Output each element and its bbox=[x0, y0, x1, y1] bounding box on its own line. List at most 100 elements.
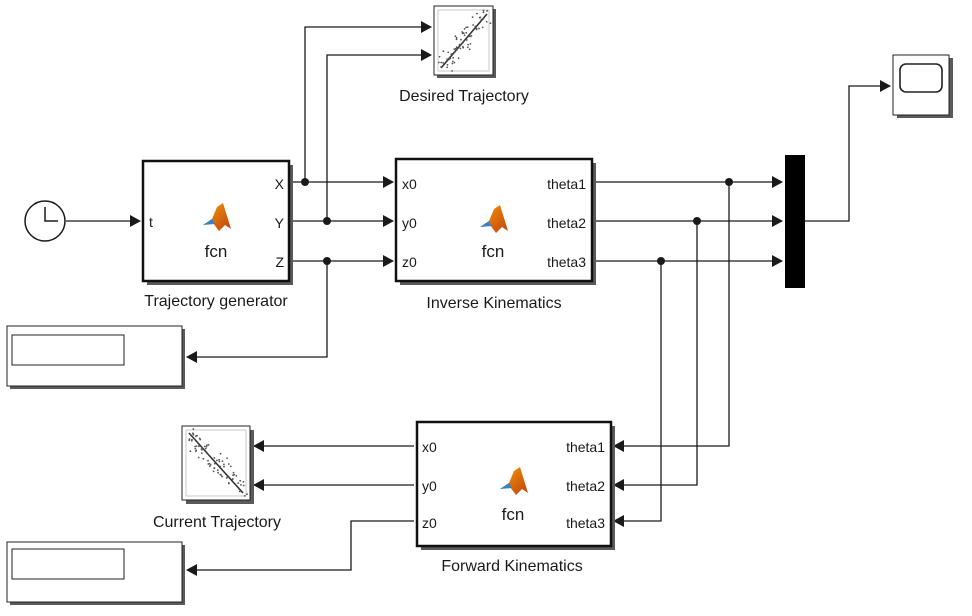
xy-graph-icon-dot bbox=[446, 66, 449, 69]
xy-graph-icon-dot bbox=[207, 444, 210, 446]
forward-kinematics-block[interactable]: x0 y0 z0 theta1 theta2 theta3 fcn bbox=[415, 420, 615, 550]
wire-theta3-to-fk[interactable] bbox=[613, 261, 662, 527]
xy-graph-icon-dot bbox=[198, 437, 201, 440]
xy-graph-icon-dot bbox=[227, 482, 230, 485]
xy-graph-icon-dot bbox=[454, 35, 457, 38]
xy-graph-icon-dot bbox=[209, 464, 212, 466]
xy-graph-icon-dot bbox=[213, 462, 216, 465]
xy-graph-icon-dot bbox=[455, 46, 458, 49]
xy-graph-icon-dot bbox=[450, 53, 453, 55]
port-label-x: X bbox=[275, 176, 285, 192]
function-label: fcn bbox=[205, 242, 228, 261]
xy-graph-icon-dot bbox=[451, 60, 454, 63]
wire-mux-to-scope[interactable] bbox=[805, 80, 891, 222]
port-label-z0: z0 bbox=[422, 515, 437, 531]
scope-block[interactable] bbox=[892, 54, 953, 118]
xy-graph-icon-dot bbox=[203, 445, 206, 448]
port-label-x0: x0 bbox=[402, 176, 417, 192]
xy-graph-icon-dot bbox=[465, 26, 467, 29]
port-label-theta2: theta2 bbox=[566, 478, 605, 494]
xy-graph-icon-dot bbox=[223, 463, 225, 466]
xy-graph-icon-dot bbox=[465, 39, 468, 41]
xy-graph-icon-dot bbox=[453, 50, 456, 53]
xy-graph-icon-dot bbox=[239, 479, 242, 482]
signal-wires bbox=[66, 21, 891, 576]
xy-graph-icon-dot bbox=[466, 46, 469, 49]
xy-graph-icon-dot bbox=[452, 56, 455, 59]
xy-graph-icon-dot bbox=[461, 45, 464, 48]
xy-graph-icon-dot bbox=[223, 465, 225, 468]
xy-graph-icon-dot bbox=[482, 11, 485, 14]
port-label-theta1: theta1 bbox=[547, 176, 586, 192]
trajectory-generator-block[interactable]: t X Y Z fcn bbox=[141, 159, 293, 285]
display-value-field bbox=[11, 334, 125, 366]
function-label: fcn bbox=[482, 242, 505, 261]
xy-graph-icon-dot bbox=[216, 459, 218, 462]
desired-trajectory-block[interactable] bbox=[433, 5, 496, 78]
forward-kinematics-caption: Forward Kinematics bbox=[441, 558, 582, 575]
xy-graph-icon-dot bbox=[213, 467, 216, 469]
xy-graph-icon-dot bbox=[218, 458, 220, 461]
xy-graph-icon-dot bbox=[246, 493, 248, 496]
xy-graph-icon-dot bbox=[481, 26, 484, 29]
xy-graph-icon-dot bbox=[459, 47, 462, 50]
xy-graph-icon-dot bbox=[205, 445, 208, 448]
clock-block[interactable] bbox=[24, 200, 66, 242]
display-block-z[interactable] bbox=[6, 325, 185, 389]
xy-graph-icon-dot bbox=[471, 16, 474, 18]
xy-graph-icon-dot bbox=[472, 24, 474, 26]
wire-y-to-desired[interactable] bbox=[326, 49, 432, 221]
wire-theta1-to-fk[interactable] bbox=[613, 182, 730, 452]
xy-graph-icon-dot bbox=[453, 61, 456, 64]
xy-graph-icon-dot bbox=[469, 43, 472, 45]
xy-graph-icon-dot bbox=[189, 450, 192, 453]
branch-point bbox=[323, 217, 331, 225]
xy-graph-icon-dot bbox=[451, 70, 453, 72]
wire-fk-z-to-display[interactable] bbox=[186, 520, 414, 576]
xy-graph-icon-dot bbox=[191, 432, 194, 435]
mux-bar[interactable] bbox=[785, 155, 805, 288]
xy-graph-icon-dot bbox=[232, 474, 235, 477]
xy-graph-icon-dot bbox=[197, 456, 200, 459]
xy-graph-icon-dot bbox=[437, 61, 440, 64]
display-value-field bbox=[11, 548, 125, 580]
xy-graph-icon-dot bbox=[208, 462, 211, 465]
xy-graph-icon-dot bbox=[460, 38, 462, 41]
inverse-kinematics-block[interactable]: x0 y0 z0 theta1 theta2 theta3 fcn bbox=[394, 157, 596, 285]
xy-graph-icon-dot bbox=[226, 457, 228, 459]
xy-graph-icon-dot bbox=[208, 465, 211, 468]
branch-point bbox=[657, 257, 665, 265]
wire-x-to-desired[interactable] bbox=[304, 21, 432, 182]
xy-graph-icon-dot bbox=[231, 478, 234, 480]
xy-graph-icon-dot bbox=[482, 17, 485, 20]
xy-graph-icon-dot bbox=[468, 48, 471, 51]
branch-point bbox=[693, 217, 701, 225]
xy-graph-icon-dot bbox=[470, 35, 473, 37]
xy-graph-icon-dot bbox=[202, 457, 205, 460]
xy-graph-icon-dot bbox=[235, 474, 238, 477]
port-label-y0: y0 bbox=[402, 215, 417, 231]
xy-graph-icon-dot bbox=[466, 26, 469, 28]
xy-graph-icon-dot bbox=[475, 27, 478, 30]
xy-graph-icon-dot bbox=[200, 452, 203, 454]
xy-graph-icon-dot bbox=[442, 50, 445, 53]
xy-graph-icon-dot bbox=[232, 471, 235, 474]
xy-graph-icon-dot bbox=[207, 459, 209, 462]
xy-graph-icon-dot bbox=[226, 476, 229, 478]
current-trajectory-block[interactable] bbox=[181, 425, 254, 504]
wire-z-to-display[interactable] bbox=[186, 261, 328, 363]
xy-graph-icon-dot bbox=[438, 55, 441, 58]
xy-graph-icon-dot bbox=[217, 471, 220, 474]
xy-graph-icon-dot bbox=[238, 490, 241, 493]
branch-point bbox=[725, 178, 733, 186]
xy-graph-icon-dot bbox=[240, 484, 242, 486]
port-label-theta1: theta1 bbox=[566, 439, 605, 455]
port-label-theta2: theta2 bbox=[547, 215, 586, 231]
wire-theta2-to-fk[interactable] bbox=[613, 221, 698, 491]
clock-icon bbox=[44, 207, 58, 222]
xy-graph-icon-dot bbox=[221, 475, 223, 478]
xy-graph-icon-dot bbox=[188, 438, 191, 440]
display-block-z0[interactable] bbox=[6, 541, 185, 605]
xy-graph-icon-dot bbox=[198, 445, 200, 448]
xy-graph-icon-dot bbox=[192, 434, 195, 436]
